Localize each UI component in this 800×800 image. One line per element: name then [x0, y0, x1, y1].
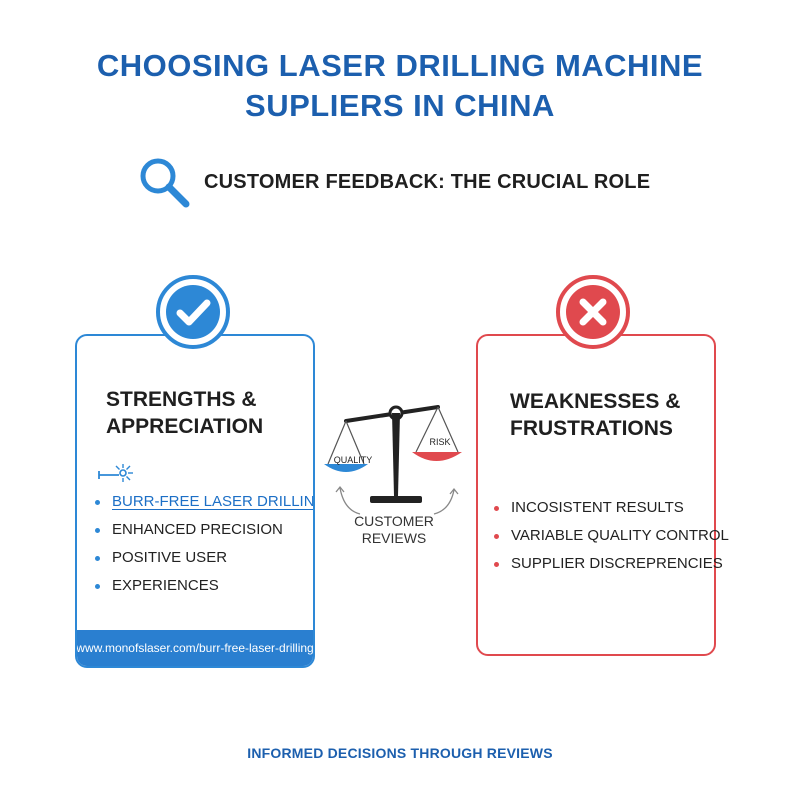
- title-line-2: SUPLIERS IN CHINA: [245, 88, 555, 123]
- bullet-icon: [494, 561, 499, 567]
- strengths-heading: STRENGTHS & APPRECIATION: [106, 386, 263, 440]
- list-item: POSITIVE USER: [95, 544, 313, 572]
- list-item-label: VARIABLE QUALITY CONTROL: [511, 527, 729, 544]
- list-item-label: ENHANCED PRECISION: [112, 521, 283, 538]
- strengths-card: STRENGTHS & APPRECIATION BURR-FREE LASER…: [75, 334, 315, 668]
- magnifier-icon: [140, 158, 190, 208]
- caption-line-1: CUSTOMER: [354, 513, 434, 529]
- balance-scale-icon: [324, 405, 462, 515]
- scale-right-label: RISK: [429, 437, 451, 447]
- weaknesses-card: WEAKNESSES & FRUSTRATIONS INCOSISTENT RE…: [476, 334, 729, 656]
- laser-beam-icon: [98, 464, 133, 482]
- list-item: ENHANCED PRECISION: [95, 516, 313, 544]
- list-item: VARIABLE QUALITY CONTROL: [494, 522, 729, 550]
- subtitle: CUSTOMER FEEDBACK: THE CRUCIAL ROLE: [136, 154, 650, 210]
- weaknesses-list: INCOSISTENT RESULTS VARIABLE QUALITY CON…: [494, 494, 729, 578]
- strengths-heading-line-2: APPRECIATION: [106, 415, 264, 438]
- list-item-label: EXPERIENCES: [112, 577, 219, 594]
- burr-free-link[interactable]: BURR-FREE LASER DRILLING: [112, 493, 315, 510]
- check-badge-icon: [156, 275, 230, 349]
- list-item[interactable]: BURR-FREE LASER DRILLING: [95, 488, 315, 516]
- strengths-list: BURR-FREE LASER DRILLING ENHANCED PRECIS…: [95, 488, 315, 600]
- list-item: INCOSISTENT RESULTS: [494, 494, 729, 522]
- footer-text: INFORMED DECISIONS THROUGH REVIEWS: [247, 745, 553, 761]
- bullet-icon: [95, 527, 100, 533]
- page-title: CHOOSING LASER DRILLING MACHINE SUPLIERS…: [0, 46, 800, 126]
- weaknesses-heading-line-1: WEAKNESSES &: [510, 390, 681, 413]
- weaknesses-heading-line-2: FRUSTRATIONS: [510, 417, 673, 440]
- bullet-icon: [494, 533, 499, 539]
- title-line-1: CHOOSING LASER DRILLING MACHINE: [96, 48, 704, 83]
- customer-reviews-caption: CUSTOMER REVIEWS: [334, 513, 454, 547]
- cross-badge-icon: [556, 275, 630, 349]
- list-item: SUPPLIER DISCREPRENCIES: [494, 550, 729, 578]
- strengths-heading-line-1: STRENGTHS &: [106, 388, 257, 411]
- list-item: EXPERIENCES: [95, 572, 313, 600]
- list-item-label: POSITIVE USER: [112, 549, 228, 566]
- bullet-icon: [494, 505, 499, 511]
- bullet-icon: [95, 583, 100, 589]
- bullet-icon: [95, 499, 100, 505]
- list-item-label: INCOSISTENT RESULTS: [511, 499, 684, 516]
- url-bar[interactable]: www.monofslaser.com/burr-free-laser-dril…: [77, 630, 313, 666]
- scale-left-label: QUALITY: [333, 455, 373, 465]
- caption-line-2: REVIEWS: [361, 530, 427, 546]
- bullet-icon: [95, 555, 100, 561]
- weaknesses-heading: WEAKNESSES & FRUSTRATIONS: [510, 388, 680, 442]
- subtitle-text: CUSTOMER FEEDBACK: THE CRUCIAL ROLE: [204, 170, 651, 193]
- list-item-label: SUPPLIER DISCREPRENCIES: [511, 555, 723, 572]
